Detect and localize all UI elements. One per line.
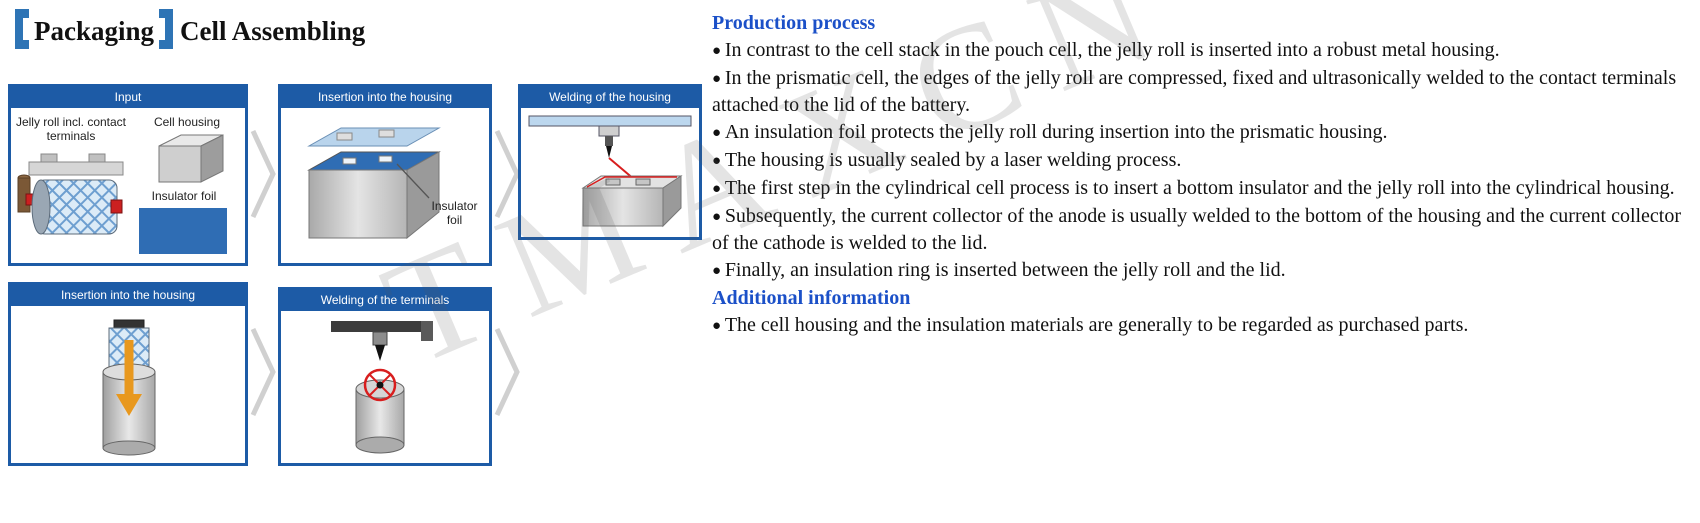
middle-bracket-icon bbox=[158, 8, 176, 55]
panel-input: Input Jelly roll incl. contact terminals… bbox=[8, 84, 248, 266]
insulator-foil-swatch bbox=[139, 208, 227, 254]
panel-insertion-cylindrical-title: Insertion into the housing bbox=[11, 285, 245, 306]
flow-arrow-icon bbox=[250, 326, 278, 423]
laser-welding-illustration bbox=[528, 115, 692, 228]
jelly-roll-label: Jelly roll incl. contact terminals bbox=[15, 115, 127, 143]
bullet-item: The first step in the cylindrical cell p… bbox=[712, 175, 1697, 202]
panel-welding-housing-title: Welding of the housing bbox=[521, 87, 699, 108]
panel-insertion-prismatic-title: Insertion into the housing bbox=[281, 87, 489, 108]
panel-insertion-prismatic: Insertion into the housing bbox=[278, 84, 492, 266]
panel-welding-terminals: Welding of the terminals bbox=[278, 287, 492, 466]
terminal-welding-illustration bbox=[331, 321, 433, 454]
page-header: Packaging Cell Assembling bbox=[12, 8, 365, 55]
cell-housing-illustration bbox=[158, 134, 224, 183]
title-packaging: Packaging bbox=[34, 16, 155, 46]
bullet-item: An insulation foil protects the jelly ro… bbox=[712, 119, 1697, 146]
panel-welding-housing: Welding of the housing bbox=[518, 84, 702, 240]
bullet-item: Subsequently, the current collector of t… bbox=[712, 203, 1697, 256]
cylindrical-insertion-illustration bbox=[102, 319, 156, 456]
panel-welding-terminals-title: Welding of the terminals bbox=[281, 290, 489, 311]
panel-insertion-cylindrical: Insertion into the housing bbox=[8, 282, 248, 466]
prismatic-insertion-illustration bbox=[307, 127, 441, 240]
bullet-item: Finally, an insulation ring is inserted … bbox=[712, 257, 1697, 284]
bullet-item: The housing is usually sealed by a laser… bbox=[712, 147, 1697, 174]
flow-arrow-icon bbox=[250, 128, 278, 225]
cell-housing-label: Cell housing bbox=[153, 115, 221, 129]
flow-arrow-icon bbox=[494, 326, 522, 423]
section-heading-additional-information: Additional information bbox=[712, 287, 911, 309]
jelly-roll-illustration bbox=[17, 153, 124, 235]
bullet-item: In the prismatic cell, the edges of the … bbox=[712, 65, 1697, 118]
left-bracket-icon bbox=[12, 8, 30, 55]
insulator-foil-callout: Insulator foil bbox=[431, 199, 478, 227]
bullet-item: In contrast to the cell stack in the pou… bbox=[712, 37, 1697, 64]
flow-arrow-icon bbox=[494, 128, 522, 225]
title-cell-assembling: Cell Assembling bbox=[180, 16, 366, 46]
insulator-foil-label: Insulator foil bbox=[151, 189, 217, 203]
section-heading-production-process: Production process bbox=[712, 12, 876, 34]
bullet-item: The cell housing and the insulation mate… bbox=[712, 312, 1697, 339]
panel-input-title: Input bbox=[11, 87, 245, 108]
text-column: Production process In contrast to the ce… bbox=[712, 10, 1697, 340]
